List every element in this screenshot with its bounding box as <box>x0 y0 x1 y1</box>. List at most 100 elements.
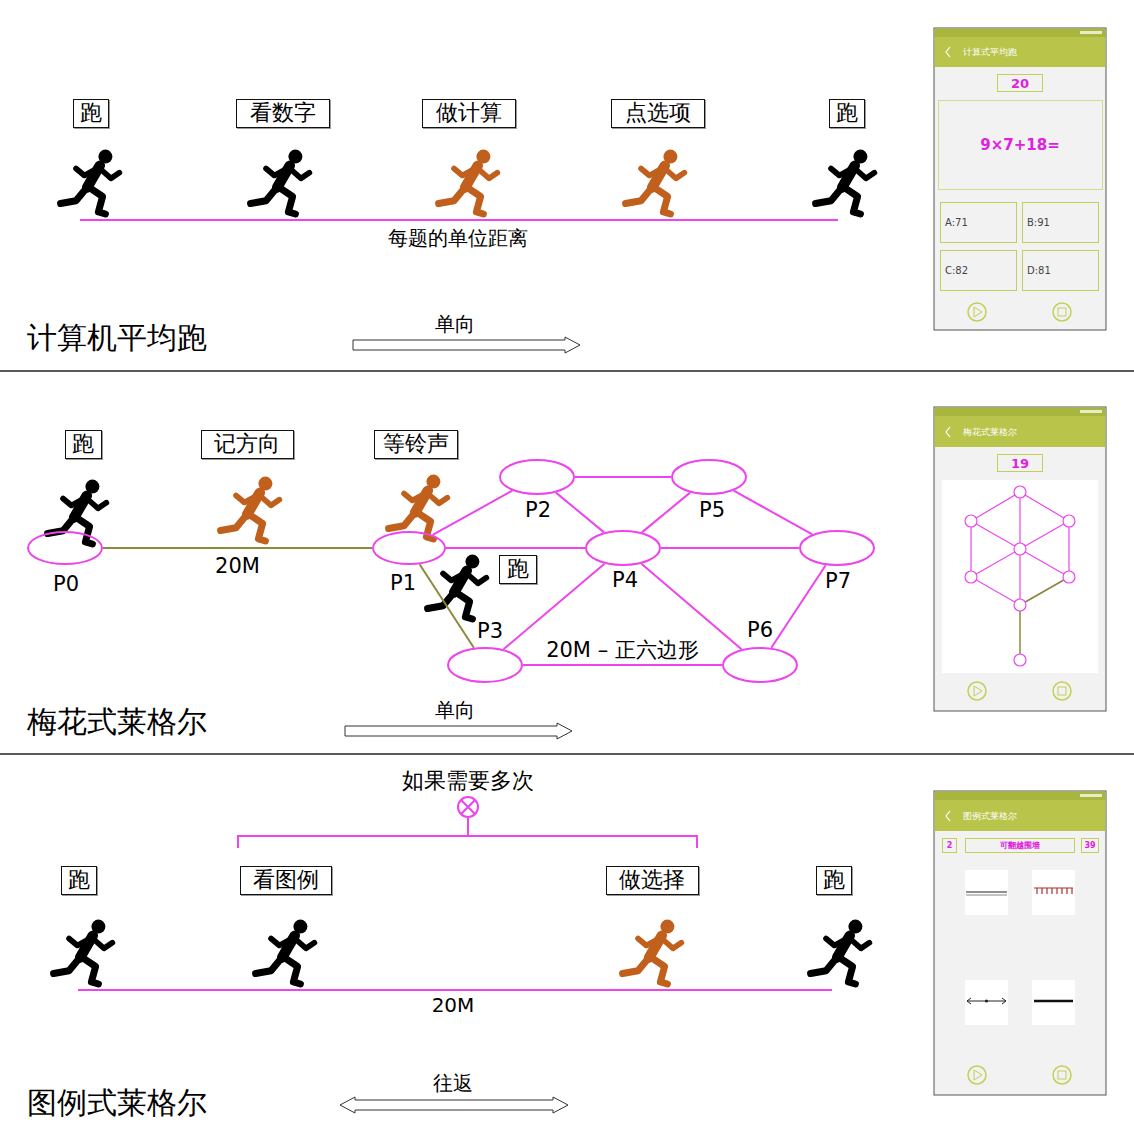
node-text: 记方向 <box>214 431 280 457</box>
play-icon <box>974 307 982 317</box>
stop-icon <box>1058 687 1066 695</box>
ellipse-outline <box>372 531 446 565</box>
repeat-bracket <box>238 818 697 848</box>
runner-figure <box>389 475 448 539</box>
node-text: 20 <box>1011 76 1029 91</box>
play-icon <box>968 1066 986 1084</box>
step-box: 等铃声 <box>374 430 458 459</box>
ellipse-outline <box>671 459 747 495</box>
runner-figure <box>816 150 875 214</box>
node-text: 39 <box>1084 841 1095 850</box>
mini-point <box>1063 515 1075 527</box>
node-text: 19 <box>1011 456 1029 471</box>
back-icon <box>946 427 950 437</box>
node-text: D:81 <box>1027 265 1051 276</box>
node-text: P2 <box>525 498 551 522</box>
direction-arrow <box>345 723 572 739</box>
step-box: 跑 <box>65 430 102 459</box>
path-symbol-dot <box>985 999 988 1002</box>
track-line <box>78 989 832 991</box>
ellipse-shape <box>448 648 522 682</box>
direction-label: 单向 <box>435 697 475 724</box>
runner-figure <box>428 555 487 619</box>
stop-icon <box>1053 303 1071 321</box>
step-box: 看数字 <box>236 99 330 128</box>
option-box: A:71 <box>940 202 1017 243</box>
ellipse-outline <box>722 647 798 683</box>
node-text: P0 <box>53 572 79 596</box>
ellipse-outline <box>499 459 575 495</box>
route-connector <box>103 547 372 549</box>
ellipse-shape <box>373 532 445 564</box>
phone-frame <box>934 791 1106 1095</box>
section-title: 计算机平均跑 <box>27 318 207 359</box>
step-box: 做选择 <box>606 866 699 895</box>
distance-label: 20M <box>432 993 475 1017</box>
play-icon <box>968 303 986 321</box>
mini-point <box>1014 543 1026 555</box>
phone-frame <box>934 28 1106 330</box>
section-title: 图例式莱格尔 <box>27 1083 207 1124</box>
info-box: 2 <box>942 838 957 853</box>
runner-figure <box>439 150 498 214</box>
position-ellipse: P2 <box>499 459 575 495</box>
node-text: P7 <box>825 569 851 593</box>
route-connector <box>771 565 825 648</box>
legend-tile <box>1032 980 1075 1025</box>
runner-figure <box>54 920 113 984</box>
counter-box: 19 <box>997 454 1043 472</box>
runner-figure <box>256 920 315 984</box>
app-bar <box>935 37 1106 67</box>
position-ellipse: P1 <box>372 531 446 565</box>
position-ellipse: P3 <box>447 647 523 683</box>
node-text: P1 <box>390 571 416 595</box>
node-text: 跑 <box>836 100 858 126</box>
status-bar <box>935 792 1106 801</box>
counter-box: 20 <box>997 74 1043 92</box>
step-box: 做计算 <box>422 99 516 128</box>
ellipse-shape <box>800 531 874 565</box>
track-line <box>80 219 838 221</box>
node-text: P5 <box>699 498 725 522</box>
phone-frame <box>934 407 1106 711</box>
info-box: 39 <box>1081 838 1099 853</box>
ellipse-shape <box>500 460 574 494</box>
distance-label: 每题的单位距离 <box>388 225 528 252</box>
stop-icon <box>1053 1066 1071 1084</box>
app-bar <box>935 416 1106 447</box>
info-box: 可翻越围墙 <box>965 838 1075 853</box>
node-text: P4 <box>612 568 638 592</box>
play-icon <box>974 1070 982 1080</box>
node-text: 看数字 <box>250 100 316 126</box>
option-box: B:91 <box>1022 202 1099 243</box>
section-divider <box>0 753 1134 755</box>
node-text: 跑 <box>823 867 845 893</box>
node-text: 2 <box>947 841 953 850</box>
app-bar <box>935 800 1106 831</box>
node-text: 跑 <box>507 556 529 582</box>
node-text: A:71 <box>945 217 968 228</box>
ellipse-shape <box>672 460 746 494</box>
wall-symbol <box>966 891 1007 892</box>
ellipse-shape <box>723 648 797 682</box>
direction-label: 往返 <box>433 1070 473 1097</box>
node-text: 可翻越围墙 <box>1000 840 1040 851</box>
status-bar <box>935 29 1106 38</box>
ellipse-outline <box>27 531 103 565</box>
mini-point <box>1014 486 1026 498</box>
node-text: C:82 <box>945 265 968 276</box>
position-ellipse: P4 <box>585 530 661 566</box>
back-icon <box>946 47 950 57</box>
option-box: C:82 <box>940 250 1017 291</box>
node-text: 9×7+18= <box>980 136 1059 154</box>
mini-point <box>1014 599 1026 611</box>
edge-label: 20M <box>212 554 263 578</box>
map-panel <box>942 480 1098 673</box>
legend-tile <box>1032 870 1075 915</box>
status-icons <box>1080 410 1102 413</box>
ellipse-outline <box>585 530 661 566</box>
